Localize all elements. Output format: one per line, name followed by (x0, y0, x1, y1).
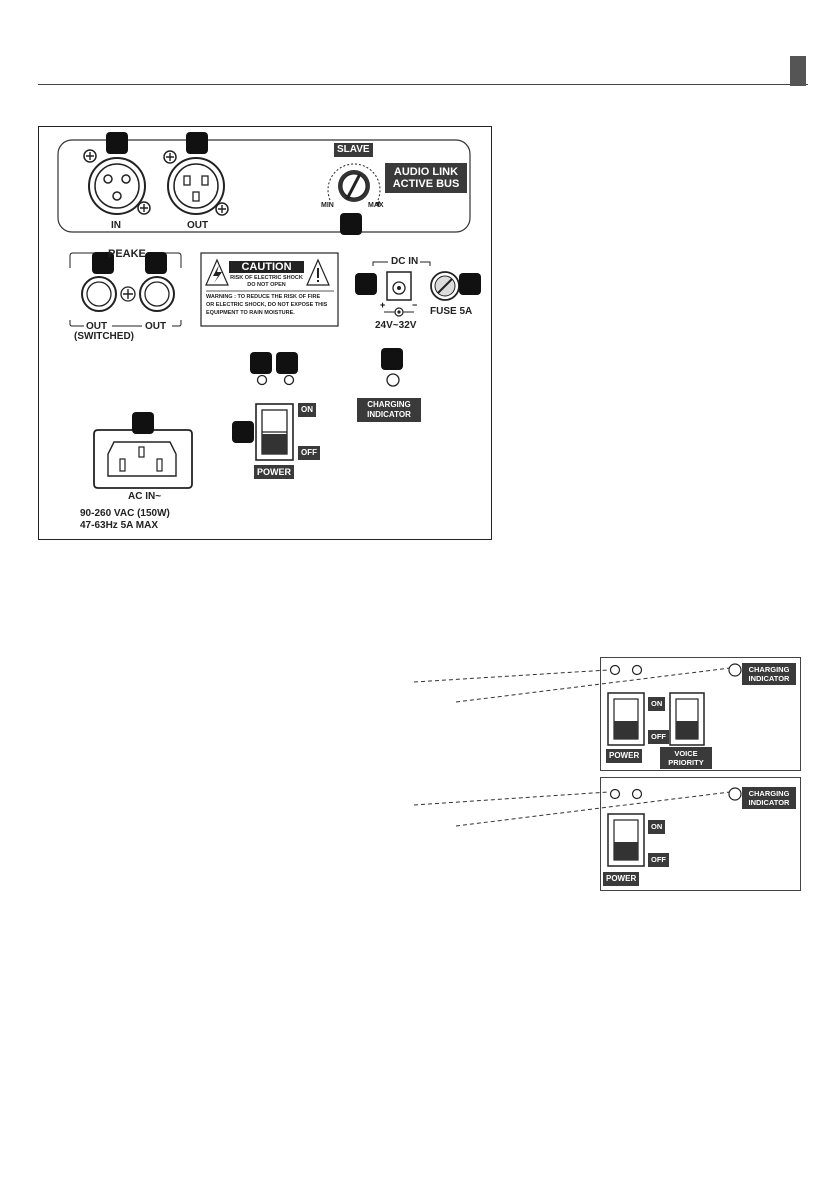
variant-a-voice-priority-label: VOICE PRIORITY (660, 747, 712, 769)
speaker-out-label: OUT (145, 321, 167, 332)
callout-marker-led-1 (250, 352, 272, 374)
speaker-out-switched-label: OUT (86, 321, 108, 332)
caution-title: CAUTION (241, 261, 292, 273)
active-bus-line: ACTIVE BUS (392, 178, 460, 190)
speaker-label-partial: PEAKE (108, 248, 146, 260)
variant-a-charging-line-2: INDICATOR (748, 674, 790, 683)
callout-marker-charging (381, 348, 403, 370)
dc-voltage-label: 24V~32V (375, 320, 417, 331)
slave-label: SLAVE (334, 143, 373, 157)
knob-max-label: MAX (368, 202, 384, 209)
callout-marker-ac-in (132, 412, 154, 434)
callout-marker-in (106, 132, 128, 154)
charging-indicator-label: CHARGING INDICATOR (357, 398, 421, 422)
power-label: POWER (254, 465, 295, 479)
warning-line-1: WARNING : TO REDUCE THE RISK OF FIRE (206, 294, 321, 300)
switched-label: (SWITCHED) (74, 331, 134, 342)
xlr-out-label: OUT (187, 220, 209, 231)
caution-line-1: RISK OF ELECTRIC SHOCK (230, 275, 303, 281)
callout-marker-speaker-out (145, 252, 167, 274)
variant-b-power-label: POWER (603, 872, 640, 886)
power-off-label: OFF (298, 446, 320, 460)
power-on-label: ON (298, 403, 316, 417)
variant-b-charging-label: CHARGING INDICATOR (742, 787, 796, 809)
callout-marker-out (186, 132, 208, 154)
audio-link-line: AUDIO LINK (393, 166, 459, 178)
ac-spec-line-2: 47-63Hz 5A MAX (80, 520, 158, 531)
callout-marker-slave (340, 213, 362, 235)
variant-a-on-label: ON (648, 697, 666, 711)
charging-line-2: INDICATOR (367, 410, 411, 419)
knob-min-label: MIN (321, 202, 334, 209)
ac-spec-line-1: 90-260 VAC (150W) (80, 508, 170, 519)
callout-marker-led-2 (276, 352, 298, 374)
charging-line-1: CHARGING (367, 400, 411, 409)
audio-link-badge: AUDIO LINK ACTIVE BUS (385, 163, 467, 193)
page-tab-marker (790, 56, 806, 86)
caution-line-2: DO NOT OPEN (247, 282, 286, 288)
warning-line-3: EQUIPMENT TO RAIN MOISTURE. (206, 310, 295, 316)
callout-marker-fuse (459, 273, 481, 295)
header-rule (38, 84, 808, 85)
leader-line-leds-b (413, 791, 609, 806)
callout-marker-power (232, 421, 254, 443)
variant-a-voice-line-2: PRIORITY (668, 758, 704, 767)
variant-a-charging-label: CHARGING INDICATOR (742, 663, 796, 685)
variant-a-power-label: POWER (606, 749, 643, 763)
dc-in-label: DC IN (391, 256, 419, 267)
ac-in-label: AC IN~ (128, 491, 162, 502)
fuse-label: FUSE 5A (430, 306, 473, 317)
leader-line-leds-a (413, 669, 609, 683)
xlr-in-label: IN (111, 220, 121, 231)
variant-a-off-label: OFF (648, 730, 669, 744)
callout-marker-dc-in (355, 273, 377, 295)
variant-b-off-label: OFF (648, 853, 669, 867)
variant-a-voice-line-1: VOICE (674, 749, 698, 758)
warning-line-2: OR ELECTRIC SHOCK, DO NOT EXPOSE THIS (206, 302, 328, 308)
variant-a-charging-line-1: CHARGING (748, 665, 790, 674)
callout-marker-speaker-switched (92, 252, 114, 274)
variant-b-charging-line-1: CHARGING (748, 789, 790, 798)
variant-b-on-label: ON (648, 820, 666, 834)
variant-b-charging-line-2: INDICATOR (748, 798, 790, 807)
